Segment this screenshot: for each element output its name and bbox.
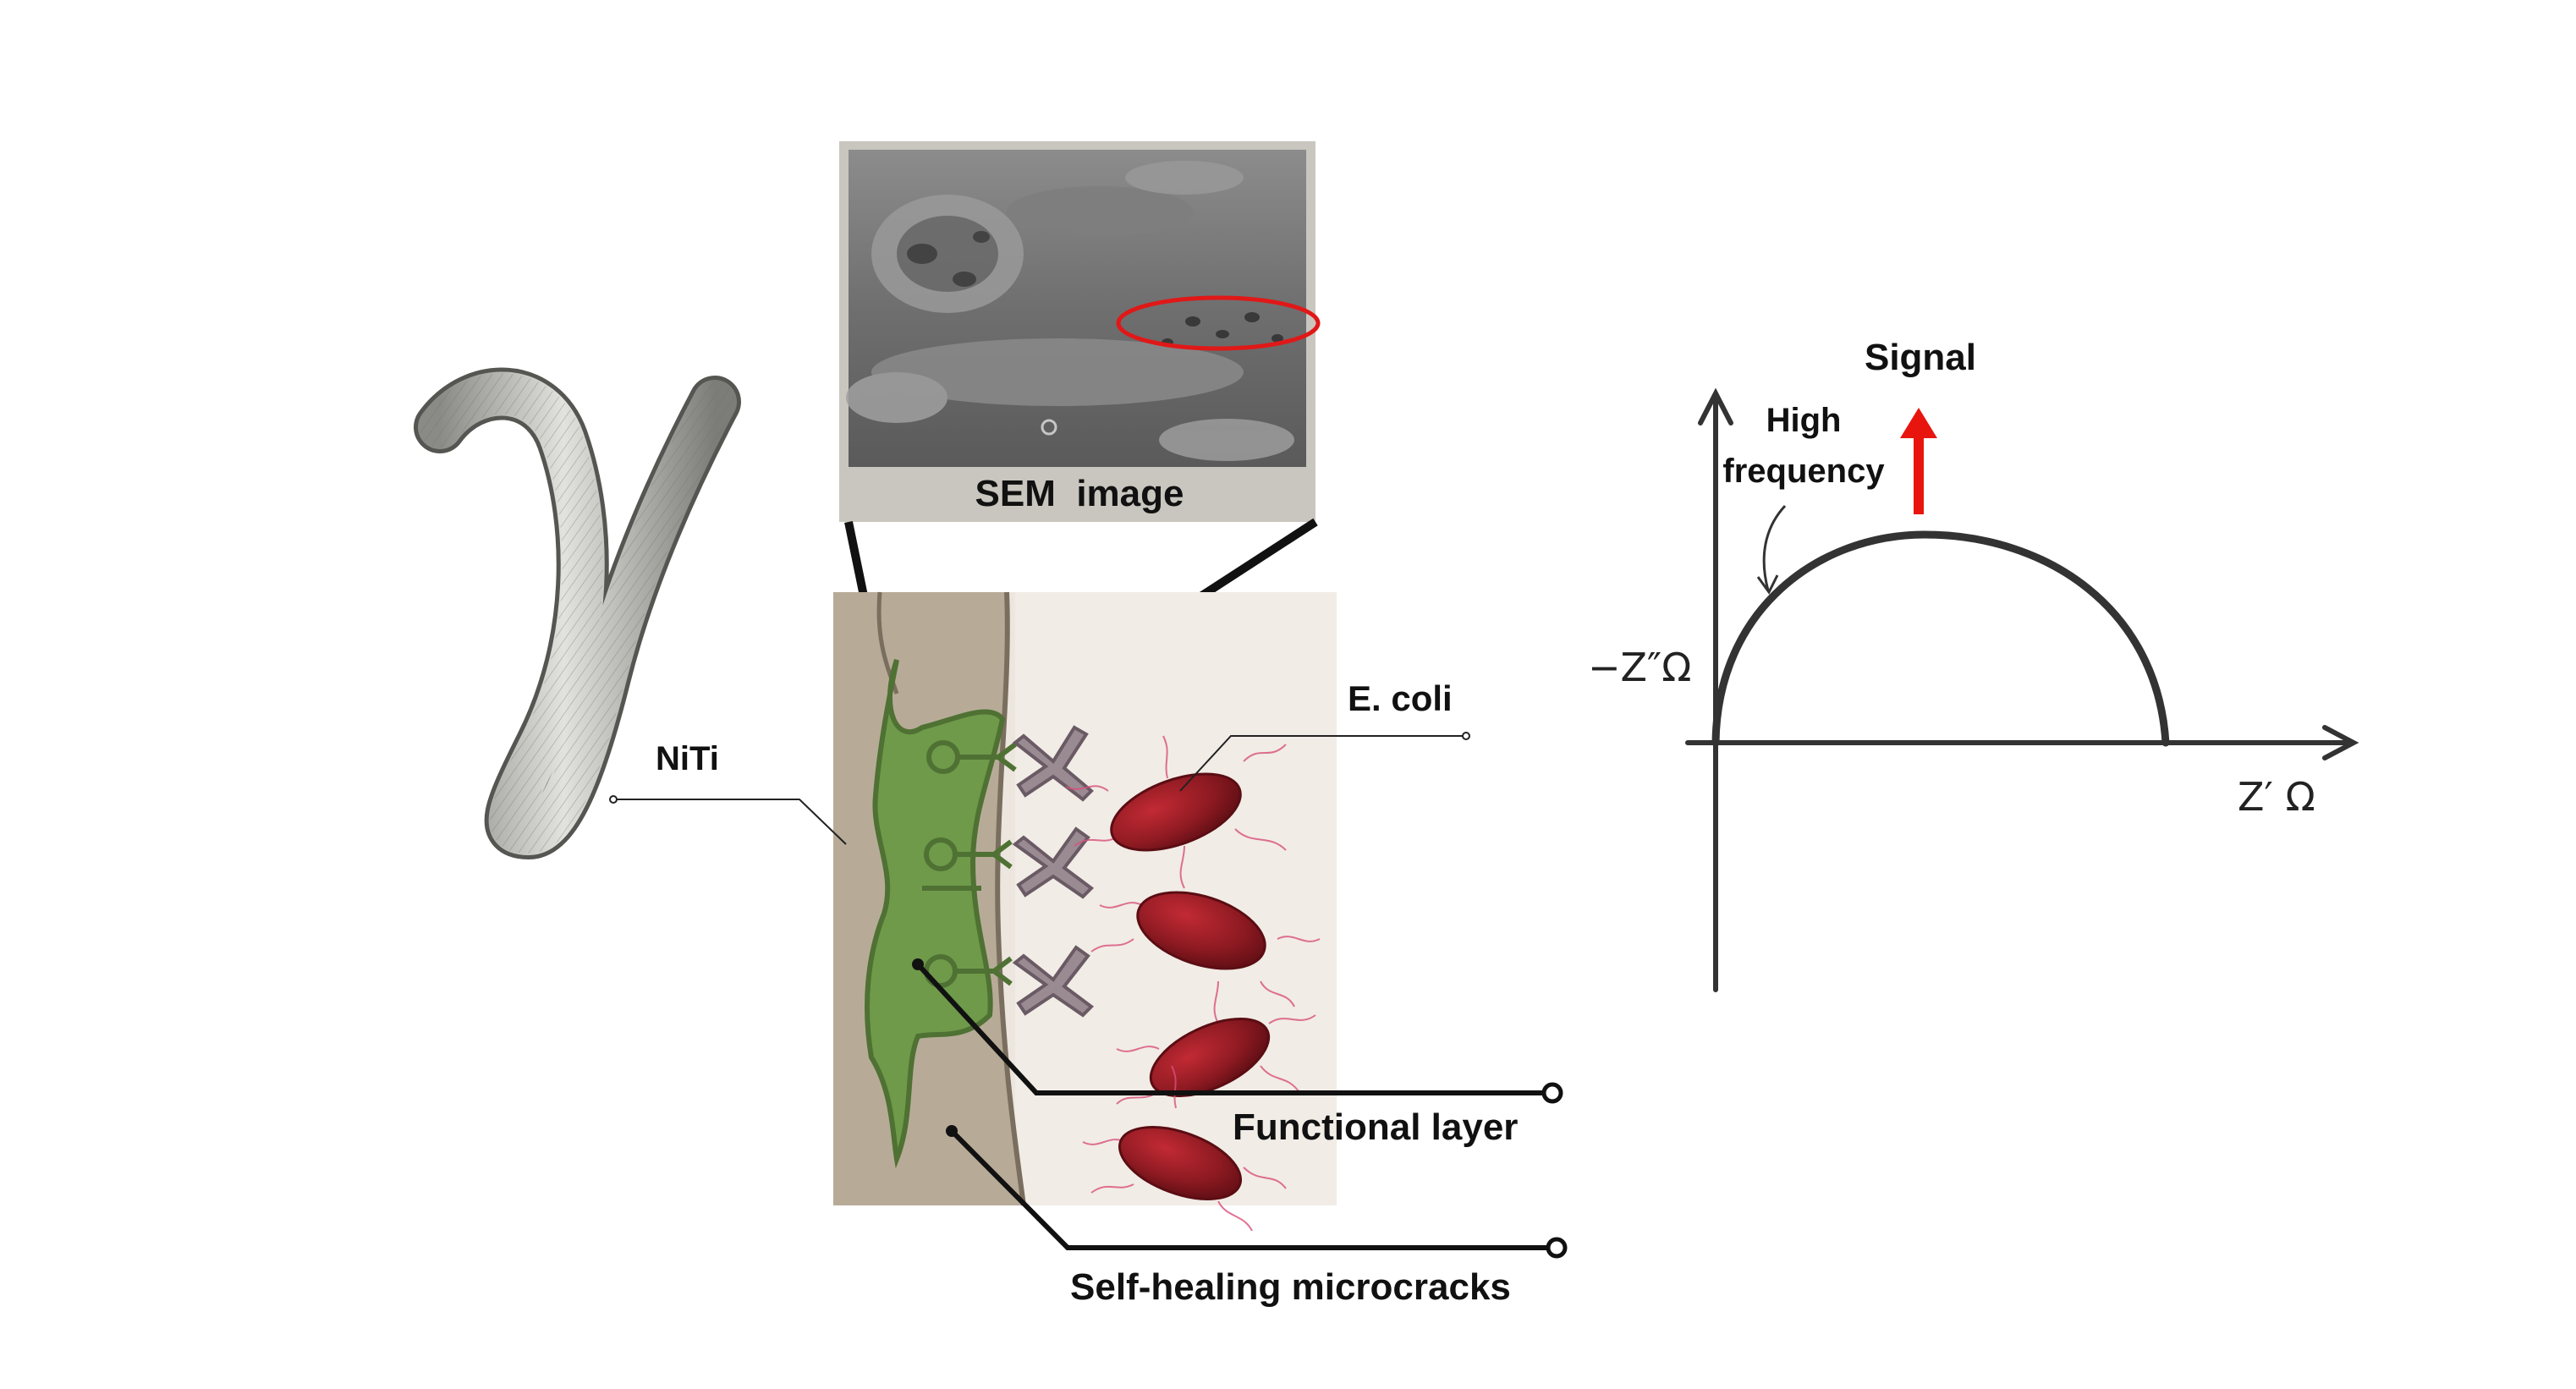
functional-layer-shape — [865, 659, 1006, 1169]
high-frequency-label-line2: frequency — [1722, 453, 1885, 490]
sem-highlight-ellipse — [1116, 295, 1321, 351]
self-healing-label: Self-healing microcracks — [1070, 1266, 1511, 1308]
sem-image-panel: SEM image — [839, 141, 1321, 522]
niti-label: NiTi — [656, 740, 719, 777]
curved-pointer-arrow-icon — [1756, 504, 1787, 595]
sem-caption: SEM image — [975, 473, 1184, 514]
niti-callout: NiTi — [609, 740, 847, 845]
red-up-arrow-icon — [1900, 408, 1937, 514]
x-axis-label: Z′ Ω — [2238, 774, 2315, 820]
nyquist-plot: −Z″Ω Z′ Ω Signal High frequency — [1588, 337, 2359, 992]
signal-label: Signal — [1865, 337, 1976, 378]
e-coli-icon — [1116, 1014, 1316, 1105]
antibody-icon — [1012, 725, 1095, 1018]
high-frequency-label-line1: High — [1766, 402, 1842, 439]
ecoli-callout: E. coli — [1179, 678, 1470, 792]
plot-axes — [1685, 387, 2359, 992]
y-axis-label: −Z″Ω — [1588, 645, 1691, 690]
ecoli-label: E. coli — [1348, 678, 1453, 718]
self-healing-callout: Self-healing microcracks — [946, 1125, 1568, 1308]
bacteria-group — [1065, 735, 1321, 1232]
e-coli-icon — [1090, 891, 1321, 1024]
semicircle-curve — [1711, 530, 2170, 747]
sem-texture — [846, 161, 1294, 461]
niti-wire-icon — [414, 367, 741, 860]
e-coli-icon — [1082, 1065, 1287, 1232]
functional-layer-label: Functional layer — [1233, 1106, 1518, 1148]
e-coli-icon — [1065, 735, 1287, 889]
cross-section-illustration — [833, 591, 1337, 1232]
functional-layer-callout: Functional layer — [912, 958, 1563, 1148]
